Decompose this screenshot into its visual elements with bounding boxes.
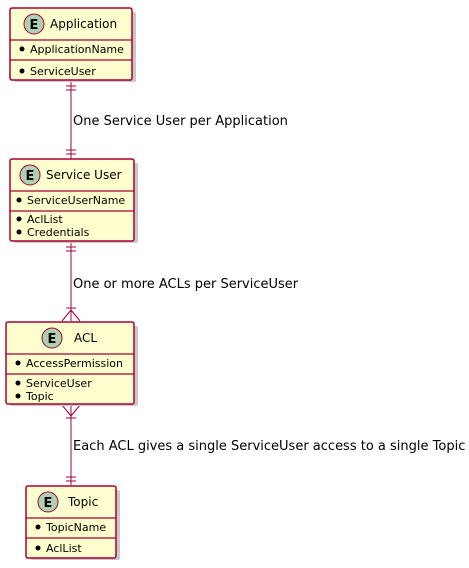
entity-acl: E ACL AccessPermission ServiceUser Topic [5, 321, 138, 406]
field-bullet-icon [19, 68, 25, 74]
field-bullet-icon [35, 545, 41, 551]
field-bullet-icon [19, 46, 25, 52]
entity-badge-icon [19, 164, 41, 186]
entity-badge-icon [23, 13, 45, 35]
entity-reference: ServiceUser [26, 377, 92, 390]
relationship-label: One or more ACLs per ServiceUser [73, 277, 299, 292]
entity-badge-letter: E [26, 169, 35, 184]
relationship-application-serviceuser: One Service User per Application [66, 81, 288, 159]
entity-title: Topic [67, 495, 98, 509]
entity-title: Application [50, 17, 117, 31]
entity-reference: Credentials [27, 226, 90, 239]
field-bullet-icon [16, 216, 22, 222]
crowfoot-marker [70, 404, 81, 417]
entity-field: AccessPermission [26, 357, 123, 370]
entity-badge-letter: E [44, 496, 53, 511]
relationship-label: Each ACL gives a single ServiceUser acce… [73, 439, 465, 454]
entity-field: TopicName [45, 521, 106, 534]
field-bullet-icon [35, 524, 41, 530]
entity-reference: AclList [27, 213, 63, 226]
entity-reference: AclList [46, 542, 82, 555]
relationship-label: One Service User per Application [73, 114, 288, 129]
field-bullet-icon [15, 360, 21, 366]
entity-badge-icon [41, 327, 63, 349]
entity-topic: E Topic TopicName AclList [25, 485, 120, 560]
entity-service-user: E Service User ServiceUserName AclList C… [9, 158, 138, 243]
crowfoot-marker [70, 309, 81, 322]
entity-box [5, 321, 135, 405]
entity-field: ServiceUserName [27, 194, 125, 207]
entity-title: ACL [74, 331, 97, 345]
field-bullet-icon [15, 393, 21, 399]
entity-badge-letter: E [48, 332, 57, 347]
entity-reference: ServiceUser [30, 65, 96, 78]
field-bullet-icon [16, 197, 22, 203]
field-bullet-icon [16, 229, 22, 235]
entity-title: Service User [46, 168, 122, 182]
crowfoot-marker [61, 309, 72, 322]
entity-badge-icon [37, 491, 59, 513]
crowfoot-marker [61, 404, 72, 417]
entity-reference: Topic [25, 390, 54, 403]
entity-badge-letter: E [30, 18, 39, 33]
field-bullet-icon [15, 380, 21, 386]
entity-application: E Application ApplicationName ServiceUse… [9, 7, 136, 82]
relationship-serviceuser-acl: One or more ACLs per ServiceUser [61, 242, 299, 322]
relationship-acl-topic: Each ACL gives a single ServiceUser acce… [61, 404, 465, 485]
entity-field: ApplicationName [30, 43, 124, 56]
entity-box [9, 158, 135, 242]
